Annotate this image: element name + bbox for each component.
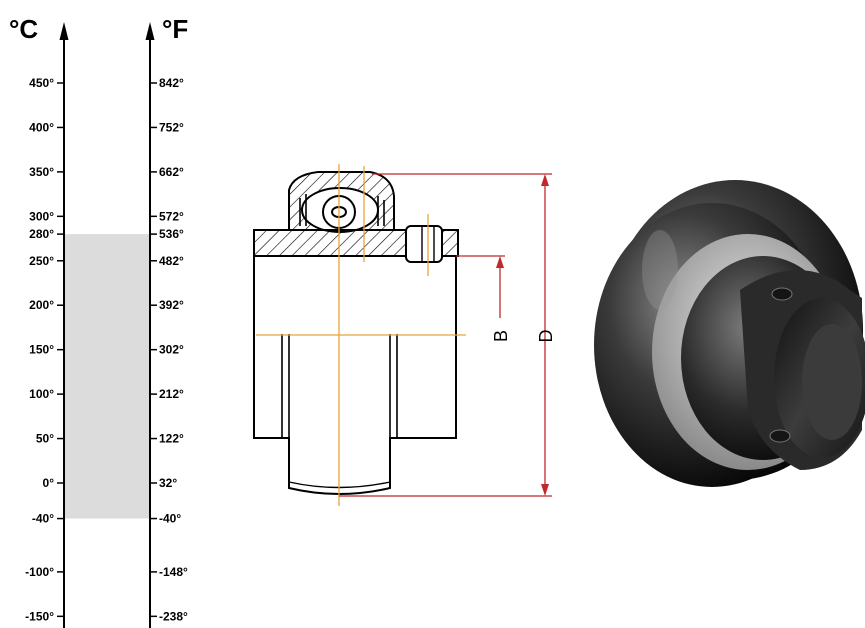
- celsius-tick-label: 100°: [29, 387, 54, 401]
- fahrenheit-tick-label: 662°: [159, 165, 184, 179]
- fahrenheit-ticks: 842° 752° 662° 572° 536° 482° 392° 302° 212° 122°…: [150, 76, 188, 623]
- celsius-tick-label: 450°: [29, 76, 54, 90]
- inner-ring-body: [253, 256, 457, 495]
- celsius-tick-label: -150°: [25, 609, 54, 623]
- dim-d-top-arrow-icon: [541, 174, 549, 186]
- center-lines: [256, 164, 466, 506]
- celsius-axis-arrow-icon: [59, 22, 69, 40]
- celsius-tick-label: 250°: [29, 254, 54, 268]
- operating-range-band: [64, 234, 150, 519]
- fahrenheit-tick-label: 572°: [159, 209, 184, 223]
- fahrenheit-tick-label: -238°: [159, 609, 188, 623]
- fahrenheit-tick-label: -40°: [159, 512, 181, 526]
- fahrenheit-tick-label: 32°: [159, 476, 177, 490]
- seal-right: [377, 196, 385, 226]
- dim-d-label: D: [536, 330, 556, 343]
- celsius-tick-label: 280°: [29, 227, 54, 241]
- dim-b-top-arrow-icon: [496, 256, 504, 268]
- celsius-tick-label: 50°: [36, 432, 54, 446]
- bore-line-right: [389, 334, 398, 438]
- bearing-3d-render: [594, 180, 865, 487]
- set-screw-icon: [405, 225, 443, 263]
- fahrenheit-axis: °F 842° 752° 662° 572° 536° 482° 392° 302° 212° 1…: [145, 14, 188, 628]
- fahrenheit-unit-label: °F: [162, 14, 188, 44]
- fahrenheit-tick-label: 752°: [159, 120, 184, 134]
- celsius-axis: °C 450° 400° 350° 300° 280° 250° 200° 150° 100° 5…: [9, 14, 69, 628]
- bore-line-left: [281, 334, 290, 438]
- fahrenheit-tick-label: -148°: [159, 565, 188, 579]
- fahrenheit-tick-label: 212°: [159, 387, 184, 401]
- celsius-unit-label: °C: [9, 14, 38, 44]
- temperature-scale: °C 450° 400° 350° 300° 280° 250° 200° 150° 100° 5…: [9, 14, 188, 628]
- fahrenheit-tick-label: 842°: [159, 76, 184, 90]
- celsius-tick-label: 150°: [29, 343, 54, 357]
- dimension-lines: [339, 173, 552, 497]
- fahrenheit-axis-arrow-icon: [145, 22, 155, 40]
- set-screw-top-icon: [771, 287, 793, 301]
- celsius-tick-label: 300°: [29, 209, 54, 223]
- fahrenheit-tick-label: 392°: [159, 298, 184, 312]
- dim-d-bottom-arrow-icon: [541, 484, 549, 496]
- celsius-tick-label: 400°: [29, 120, 54, 134]
- outer-ring-highlight: [642, 230, 678, 310]
- fahrenheit-tick-label: 536°: [159, 227, 184, 241]
- celsius-tick-label: -40°: [32, 512, 54, 526]
- set-screw-bottom-icon: [769, 429, 791, 443]
- celsius-tick-label: 350°: [29, 165, 54, 179]
- celsius-ticks: 450° 400° 350° 300° 280° 250° 200° 150° 100° 50° 0…: [25, 76, 64, 623]
- bore-inner-highlight: [802, 324, 862, 440]
- dim-b-label: B: [491, 330, 511, 342]
- fahrenheit-tick-label: 302°: [159, 343, 184, 357]
- seal-left: [299, 194, 307, 226]
- fahrenheit-tick-label: 122°: [159, 432, 184, 446]
- fahrenheit-tick-label: 482°: [159, 254, 184, 268]
- celsius-tick-label: 0°: [43, 476, 55, 490]
- celsius-tick-label: -100°: [25, 565, 54, 579]
- celsius-tick-label: 200°: [29, 298, 54, 312]
